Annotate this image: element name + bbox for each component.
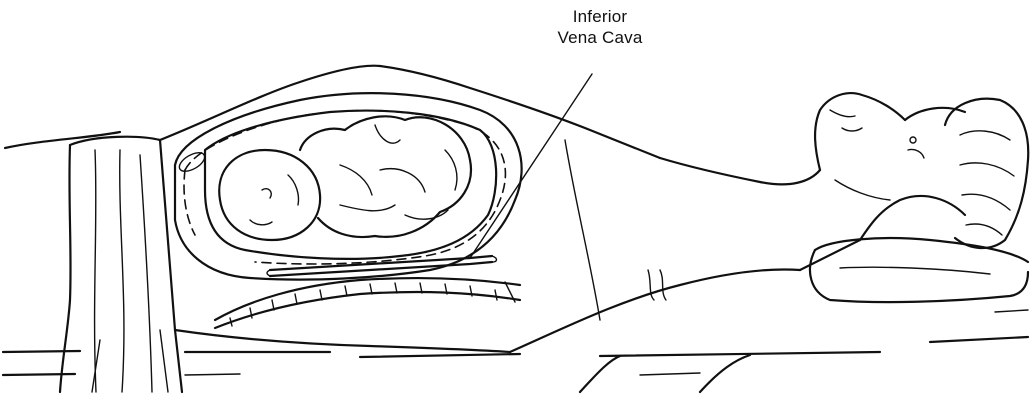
label-line-2: Vena Cava <box>545 27 655 48</box>
label-line-1: Inferior <box>545 6 655 27</box>
vena-cava-vessel <box>267 256 497 276</box>
uterus-walls <box>175 93 522 279</box>
inferior-vena-cava-label: Inferior Vena Cava <box>545 6 655 48</box>
bed-surface <box>3 132 1028 375</box>
callout-leader-line <box>470 74 592 258</box>
fetus <box>219 116 471 240</box>
spine <box>215 278 520 328</box>
hair-cap <box>945 99 1028 248</box>
abdomen-outline <box>160 66 800 392</box>
drape-sheet <box>60 137 182 392</box>
upper-body <box>660 93 965 270</box>
